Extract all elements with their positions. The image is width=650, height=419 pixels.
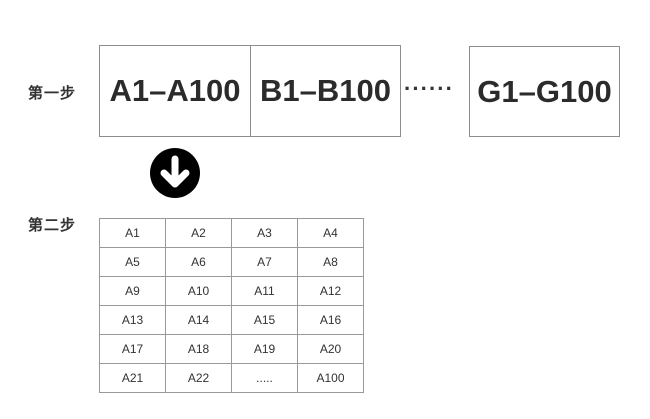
grid-cell: A22 [165,363,232,393]
grid-cell: A10 [165,276,232,306]
grid-cell: A14 [165,305,232,335]
grid-cell: A20 [297,334,364,364]
grid-cell: A11 [231,276,298,306]
range-box-b: B1–B100 [250,45,401,137]
grid-cell: A13 [99,305,166,335]
grid-cell: A16 [297,305,364,335]
range-box-g: G1–G100 [469,46,620,137]
grid-cell: A21 [99,363,166,393]
grid-cell: A18 [165,334,232,364]
grid-cell: A9 [99,276,166,306]
grid-cell: A100 [297,363,364,393]
grid-cell: ..... [231,363,298,393]
grid-cell: A6 [165,247,232,277]
grid-cell: A4 [297,218,364,248]
grid-cell: A2 [165,218,232,248]
grid-cell: A7 [231,247,298,277]
step-2-label: 第二步 [28,216,77,234]
grid-cell: A17 [99,334,166,364]
grid-cell: A15 [231,305,298,335]
grid-cell: A1 [99,218,166,248]
grid-cell: A3 [231,218,298,248]
step-1-label: 第一步 [28,84,77,102]
grid-cell: A8 [297,247,364,277]
ellipsis-separator: ······ [404,76,454,101]
range-box-a: A1–A100 [99,45,251,137]
grid-cell: A12 [297,276,364,306]
arrow-down-circle-icon [150,148,200,198]
grid-cell: A5 [99,247,166,277]
grid-cell: A19 [231,334,298,364]
